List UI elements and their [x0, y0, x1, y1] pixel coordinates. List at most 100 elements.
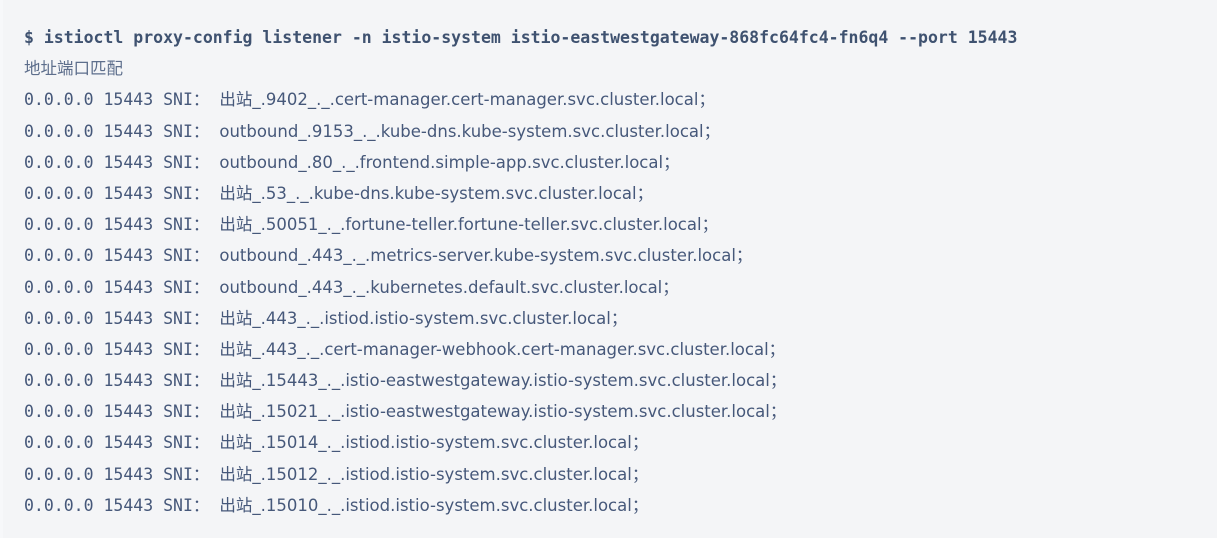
listener-row: 0.0.0.0 15443 SNI： outbound_.443_._.kube…: [24, 272, 1217, 303]
row-spacer: [94, 184, 104, 203]
row-spacer: [209, 309, 219, 328]
row-port: 15443: [103, 90, 154, 110]
row-sni-value: _.9402_._.cert-manager.cert-manager.svc.…: [252, 90, 699, 110]
listener-row: 0.0.0.0 15443 SNI： 出站_.443_._.cert-manag…: [24, 334, 1217, 365]
row-spacer: [94, 215, 104, 234]
listener-row: 0.0.0.0 15443 SNI： 出站_.15010_._.istiod.i…: [24, 490, 1217, 521]
row-spacer: [94, 340, 104, 359]
row-direction: 出站: [219, 495, 253, 515]
row-port: 15443: [103, 402, 154, 422]
row-direction: outbound: [219, 246, 299, 266]
row-spacer: [209, 340, 219, 359]
row-address: 0.0.0.0: [24, 495, 94, 515]
row-port: 15443: [103, 339, 154, 359]
row-match-label: SNI：: [163, 495, 210, 515]
row-spacer: [153, 278, 163, 297]
row-port: 15443: [103, 464, 154, 484]
row-spacer: [209, 153, 219, 172]
row-terminator: ；: [631, 433, 649, 453]
row-direction: 出站: [219, 402, 253, 422]
row-address: 0.0.0.0: [24, 308, 94, 328]
row-spacer: [153, 465, 163, 484]
row-match-label: SNI：: [163, 183, 210, 203]
row-spacer: [94, 309, 104, 328]
row-sni-value: _.50051_._.fortune-teller.fortune-teller…: [252, 215, 702, 235]
listener-row: 0.0.0.0 15443 SNI： 出站_.9402_._.cert-mana…: [24, 84, 1217, 115]
row-spacer: [153, 90, 163, 109]
row-spacer: [153, 496, 163, 515]
row-port: 15443: [103, 152, 154, 172]
row-address: 0.0.0.0: [24, 152, 94, 172]
row-address: 0.0.0.0: [24, 90, 94, 110]
command-text: [34, 28, 44, 47]
row-address: 0.0.0.0: [24, 464, 94, 484]
row-direction: 出站: [219, 308, 253, 328]
row-terminator: ；: [662, 277, 679, 297]
row-address: 0.0.0.0: [24, 246, 94, 266]
row-match-label: SNI：: [163, 308, 210, 328]
row-sni-value: _.15014_._.istiod.istio-system.svc.clust…: [252, 433, 632, 453]
row-address: 0.0.0.0: [24, 121, 94, 141]
row-terminator: ；: [735, 246, 753, 266]
row-terminator: ；: [631, 464, 649, 484]
column-header-caption: 地址端口匹配: [24, 53, 1217, 84]
row-terminator: ；: [769, 371, 787, 391]
row-match-label: SNI：: [163, 152, 210, 172]
row-spacer: [153, 215, 163, 234]
row-spacer: [209, 433, 219, 452]
row-port: 15443: [103, 433, 154, 453]
listener-row: 0.0.0.0 15443 SNI： 出站_.50051_._.fortune-…: [24, 209, 1217, 240]
row-direction: 出站: [219, 339, 253, 359]
row-sni-value: _.443_._.kubernetes.default.svc.cluster.…: [298, 277, 663, 297]
row-sni-value: _.53_._.kube-dns.kube-system.svc.cluster…: [252, 183, 637, 203]
row-spacer: [153, 309, 163, 328]
row-spacer: [94, 246, 104, 265]
command-string: istioctl proxy-config listener -n istio-…: [43, 28, 1018, 47]
row-terminator: ；: [631, 495, 649, 515]
row-direction: 出站: [219, 90, 253, 110]
row-terminator: ；: [701, 215, 719, 235]
row-port: 15443: [103, 495, 154, 515]
row-spacer: [209, 184, 219, 203]
row-address: 0.0.0.0: [24, 371, 94, 391]
row-sni-value: _.15010_._.istiod.istio-system.svc.clust…: [252, 495, 632, 515]
row-spacer: [153, 153, 163, 172]
row-port: 15443: [103, 371, 154, 391]
row-spacer: [94, 465, 104, 484]
row-match-label: SNI：: [163, 402, 210, 422]
row-match-label: SNI：: [163, 433, 210, 453]
row-sni-value: _.9153_._.kube-dns.kube-system.svc.clust…: [298, 121, 704, 141]
shell-prompt: $: [24, 28, 34, 47]
row-match-label: SNI：: [163, 371, 210, 391]
row-sni-value: _.15443_._.istio-eastwestgateway.istio-s…: [252, 371, 770, 391]
row-address: 0.0.0.0: [24, 215, 94, 235]
row-spacer: [94, 153, 104, 172]
row-match-label: SNI：: [163, 277, 210, 297]
row-spacer: [94, 402, 104, 421]
row-sni-value: _.443_._.istiod.istio-system.svc.cluster…: [252, 308, 611, 328]
row-spacer: [209, 371, 219, 390]
row-direction: outbound: [219, 121, 299, 141]
row-direction: 出站: [219, 464, 253, 484]
listener-row: 0.0.0.0 15443 SNI： outbound_.9153_._.kub…: [24, 116, 1217, 147]
row-direction: 出站: [219, 371, 253, 391]
command-line: $ istioctl proxy-config listener -n isti…: [24, 22, 1217, 53]
row-spacer: [209, 465, 219, 484]
listener-row: 0.0.0.0 15443 SNI： outbound_.80_._.front…: [24, 147, 1217, 178]
listener-row: 0.0.0.0 15443 SNI： 出站_.15021_._.istio-ea…: [24, 396, 1217, 427]
row-spacer: [94, 496, 104, 515]
row-spacer: [153, 402, 163, 421]
listener-row: 0.0.0.0 15443 SNI： 出站_.443_._.istiod.ist…: [24, 303, 1217, 334]
row-address: 0.0.0.0: [24, 277, 94, 297]
row-port: 15443: [103, 121, 154, 141]
row-spacer: [94, 433, 104, 452]
listener-rows: 0.0.0.0 15443 SNI： 出站_.9402_._.cert-mana…: [24, 84, 1217, 521]
listener-row: 0.0.0.0 15443 SNI： 出站_.15443_._.istio-ea…: [24, 365, 1217, 396]
row-match-label: SNI：: [163, 246, 210, 266]
row-spacer: [209, 402, 219, 421]
row-spacer: [209, 122, 219, 141]
row-terminator: ；: [703, 121, 721, 141]
row-terminator: ；: [769, 402, 787, 422]
row-terminator: ；: [636, 183, 654, 203]
